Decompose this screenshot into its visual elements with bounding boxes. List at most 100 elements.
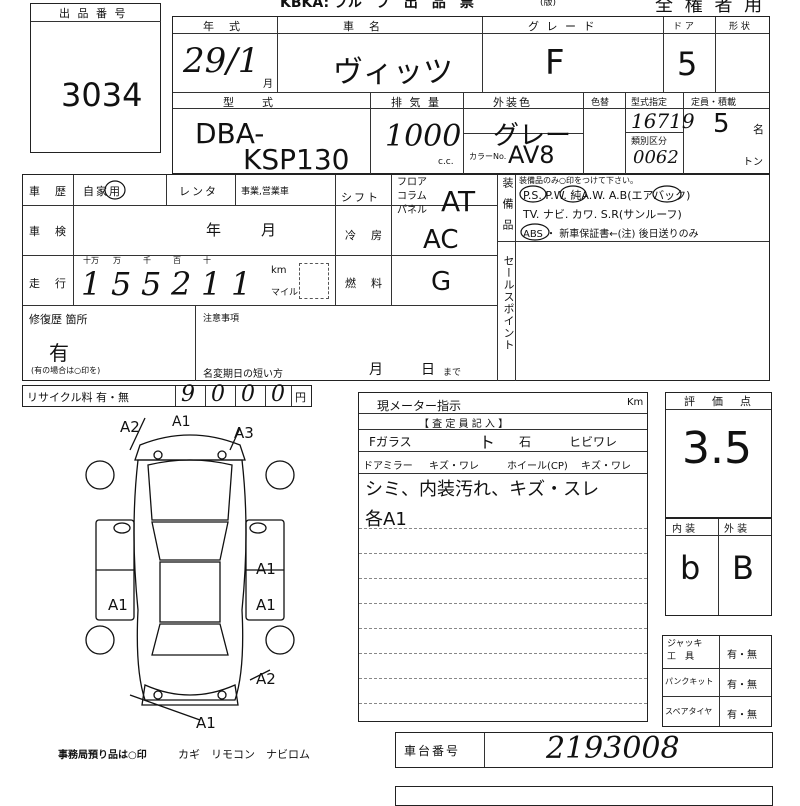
mileage-km: km [271,265,287,276]
shift-value: AT [441,185,476,218]
fglass-value: ト [479,433,496,452]
year-unit: 月 [263,79,273,90]
tool-punctkit-label: パンクキット [665,677,714,686]
tool-jack-value: 有・無 [727,650,757,661]
car-damage-diagram [85,417,295,721]
mirror-options: キズ・ワレ [429,461,479,472]
damage-mark-6: A2 [256,670,276,688]
car-name-value: ヴィッツ [333,55,453,90]
repair-value: 有 [49,341,69,365]
fglass-label: Fガラス [369,435,412,449]
color-value: グレー [493,121,572,151]
inspection-year: 年 [206,221,222,239]
notes-short-label: 名変期日の短い方 [203,369,283,380]
repair-note: (有の場合は○印を) [31,366,101,375]
spec-label: 型式指定 [631,98,668,108]
repair-label: 修復歴 箇所 [29,313,88,326]
meter-label: 現メーター指示 [377,399,462,413]
damage-mark-2: A1 [172,414,191,430]
lot-number-value: 3034 [61,76,143,114]
sales-point-label: セールスポイント [502,255,515,351]
score-label: 評 価 点 [684,395,754,408]
color-code-label: カラーNo. [469,152,507,161]
grade-value: F [545,43,565,83]
year-label: 年 式 [203,20,242,33]
meter-unit: Km [627,397,644,408]
recycle-unit: 円 [295,391,306,404]
spec-value: 16719 [631,109,695,133]
fuel-value: G [431,267,452,297]
comment-line-2: 各A1 [365,509,407,530]
mileage-mile: マイル [271,288,299,298]
vehicle-info-grid: 年 式 車 名 グ レ ー ド ド ア 形 状 29/1 月 ヴィッツ F 5 … [172,16,770,176]
load-unit: トン [743,157,763,168]
notes-until: まで [443,368,462,378]
ac-label: 冷 房 [345,229,384,242]
paint-label: 色替 [591,98,610,108]
header-right-title: 全 権 者 用 [655,0,766,16]
grade-label: グ レ ー ド [528,20,597,33]
crack-label: ヒビワレ [569,435,618,449]
damage-mark-3: A3 [234,424,254,442]
condition-grid: 車 歴 自家用 レンタ 事業,営業車 シフト フロア コラム パネル AT 装備… [22,174,770,381]
history-business: 事業,営業車 [241,187,289,197]
cap-label: 定員・積載 [691,98,737,108]
exterior-label: 外 装 [724,524,748,535]
damage-mark-7: A1 [196,714,216,732]
lot-number-label: 出 品 番 号 [59,7,128,20]
history-label: 車 歴 [29,185,68,198]
damage-mark-8: A1 [256,596,276,614]
interior-exterior-box: 内 装 外 装 b B [665,518,772,616]
keep-items: カギ リモコン ナビロム [178,748,310,761]
recycle-digits: 9 0 0 0 [181,382,285,407]
model-value-1: DBA- [195,117,265,150]
equip-circle-marks [519,185,682,241]
damage-mark-5: A1 [108,596,128,614]
class-value: 0062 [633,147,679,168]
color-label: 外装色 [493,96,532,109]
equip-note: 装備品のみ○印をつけて下さい。 [519,176,638,185]
wheel-options: キズ・ワレ [581,461,631,472]
mileage-label: 走 行 [29,277,68,290]
chassis-box: 車台番号 2193008 [395,731,773,768]
cc-label: 排 気 量 [391,96,441,109]
keep-label: 事務局預り品は○印 [58,750,147,761]
equip-line3: ABS ・ 新車保証書←(注) 後日送りのみ [523,229,699,240]
interior-label: 内 装 [672,524,696,535]
ac-value: AC [423,225,459,255]
mirror-label: ドアミラー [363,461,413,472]
history-circle-mark [104,180,126,200]
cap-unit: 名 [753,123,764,136]
tool-punctkit-value: 有・無 [727,680,757,691]
chassis-label: 車台番号 [404,744,461,758]
tool-spare-value: 有・無 [727,710,757,721]
door-label: ド ア [673,22,694,32]
year-value: 29/1 [183,41,260,81]
cap-value: 5 [713,109,730,139]
mileage-digits: 1 5 5 2 1 1 [81,265,252,303]
door-value: 5 [677,45,698,83]
shift-option-floor: フロア [397,177,427,188]
equip-line1: P.S. P.W. 純A.W. A.B(エアバック) [523,189,691,202]
fuel-label: 燃 料 [345,277,384,290]
notes-label: 注意事項 [203,314,240,324]
recycle-box: リサイクル料 有・無 9 0 0 0 円 [22,382,312,407]
name-label: 車 名 [343,20,382,33]
tool-jack-label: ジャッキ 工 具 [667,639,703,662]
shape-label: 形 状 [729,22,750,32]
shift-option-column: コラム [397,191,427,202]
mileage-check-box [299,263,329,299]
model-value-2: KSP130 [243,143,350,176]
notes-month: 月 [369,362,383,378]
color-code-value: AV8 [508,141,555,169]
tool-spare-label: スペアタイヤ [665,707,713,716]
exterior-value: B [732,549,754,587]
inspector-box: 現メーター指示 Km 【 査 定 員 記 入 】 Fガラス ト 石 ヒビワレ ド… [358,392,648,722]
stone-label: 石 [519,435,532,449]
shift-option-panel: パネル [397,205,427,216]
notes-day: 日 [421,362,435,378]
wheel-label: ホイール(CP) [507,461,568,472]
inspection-label: 車 検 [29,225,68,238]
chassis-value: 2193008 [546,731,680,766]
class-label: 類別区分 [631,137,668,147]
